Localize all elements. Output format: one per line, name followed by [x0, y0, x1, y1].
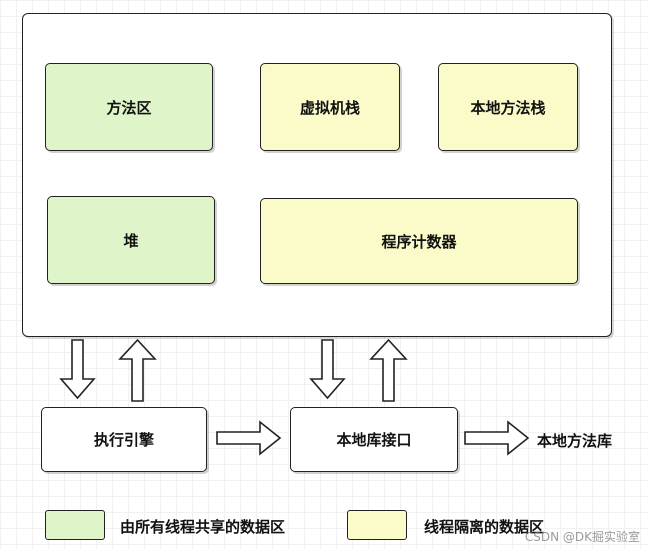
up-arrow-from-execution-engine	[118, 338, 157, 402]
method-area-box: 方法区	[45, 63, 213, 151]
watermark-text: CSDN @DK掘实验室	[524, 530, 640, 544]
legend-shared-swatch	[45, 510, 105, 540]
native-method-stack-label: 本地方法栈	[470, 98, 546, 117]
execution-engine-label: 执行引擎	[93, 431, 154, 449]
vm-stack-box: 虚拟机栈	[260, 63, 400, 151]
native-method-stack-box: 本地方法栈	[438, 63, 578, 151]
down-arrow-to-execution-engine	[59, 339, 96, 400]
up-arrow-from-native-interface	[369, 338, 408, 402]
program-counter-box: 程序计数器	[260, 198, 578, 284]
legend-shared-label: 由所有线程共享的数据区	[120, 518, 286, 536]
native-library-label: 本地方法库	[537, 432, 613, 450]
program-counter-label: 程序计数器	[381, 232, 457, 251]
native-interface-box: 本地库接口	[290, 407, 458, 472]
heap-box: 堆	[47, 196, 215, 284]
right-arrow-to-native-library	[464, 420, 530, 456]
execution-engine-box: 执行引擎	[41, 407, 207, 472]
method-area-label: 方法区	[106, 98, 152, 117]
heap-label: 堆	[123, 231, 139, 250]
down-arrow-to-native-interface	[309, 339, 346, 400]
native-interface-label: 本地库接口	[336, 431, 412, 449]
legend-isolated-swatch	[347, 510, 407, 540]
right-arrow-to-native-interface	[216, 420, 282, 456]
vm-stack-label: 虚拟机栈	[299, 98, 360, 117]
legend-isolated-label: 线程隔离的数据区	[424, 518, 545, 536]
